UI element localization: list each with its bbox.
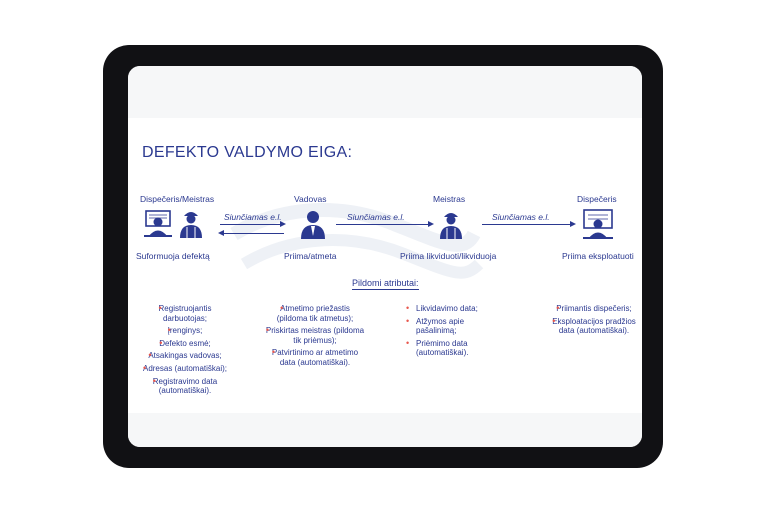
attribute-item: Atsakingas vadovas; xyxy=(134,351,228,361)
attribute-item: Registruojantis darbuotojas; xyxy=(134,304,228,323)
attribute-item: Priimantis dispečeris; xyxy=(538,304,642,314)
attribute-item: Patvirtinimo ar atmetimo data (automatiš… xyxy=(256,348,366,367)
bottom-band xyxy=(128,413,642,447)
role-dispatcher-master: Dispečeris/Meistras xyxy=(140,194,215,204)
dispatcher-icon xyxy=(144,210,172,237)
attributes-column-4: Priimantis dispečeris; Eksploatacijos pra… xyxy=(538,304,642,339)
send-label-3: Siunčiamas e.l. xyxy=(492,212,550,222)
slide: DEFEKTO VALDYMO EIGA: Dispečeris/Meistra… xyxy=(128,66,642,447)
master-icon xyxy=(440,213,462,239)
arrow-to-master xyxy=(336,219,434,229)
arrow-to-manager xyxy=(220,219,286,229)
arrow-to-dispatcher xyxy=(482,219,576,229)
role-manager: Vadovas xyxy=(294,194,327,204)
action-accept-exploit: Priima eksploatuoti xyxy=(562,251,634,261)
action-accept-liquidate: Priima likviduoti/likviduoja xyxy=(400,251,497,261)
attribute-item: Eksploatacijos pradžios data (automatišk… xyxy=(538,317,642,336)
role-dispatcher: Dispečeris xyxy=(577,194,617,204)
attribute-item: Defekto esmė; xyxy=(134,339,228,349)
attribute-item: Registravimo data (automatiškai). xyxy=(134,377,228,396)
attribute-item: Atmetimo priežastis (pildoma tik atmetus… xyxy=(256,304,366,323)
attribute-item: Priskirtas meistras (pildoma tik priėmus… xyxy=(256,326,366,345)
attributes-column-2: Atmetimo priežastis (pildoma tik atmetus… xyxy=(256,304,366,371)
attributes-column-3: Likvidavimo data; Atžymos apie pašalinimą… xyxy=(406,304,498,361)
role-master: Meistras xyxy=(433,194,466,204)
arrow-back-to-dispatcher xyxy=(218,228,284,238)
top-band xyxy=(128,66,642,118)
attribute-item: Adresas (automatiškai); xyxy=(134,364,228,374)
manager-icon xyxy=(301,211,325,239)
slide-title: DEFEKTO VALDYMO EIGA: xyxy=(142,144,353,161)
attributes-column-1: Registruojantis darbuotojas; Įrenginys; De… xyxy=(134,304,228,399)
attribute-item: Atžymos apie pašalinimą; xyxy=(406,317,498,336)
attribute-item: Likvidavimo data; xyxy=(406,304,498,314)
attribute-item: Įrenginys; xyxy=(134,326,228,336)
action-forms-defect: Suformuoja defektą xyxy=(136,251,210,261)
action-accept-reject: Priima/atmeta xyxy=(284,251,337,261)
attribute-item: Priėmimo data (automatiškai). xyxy=(406,339,498,358)
monitor-icon xyxy=(583,209,613,239)
background-swoosh-icon xyxy=(230,203,484,279)
master-icon xyxy=(180,212,202,238)
send-label-1: Siunčiamas e.l. xyxy=(224,212,282,222)
send-label-2: Siunčiamas e.l. xyxy=(347,212,405,222)
attributes-title: Pildomi atributai: xyxy=(352,278,419,290)
